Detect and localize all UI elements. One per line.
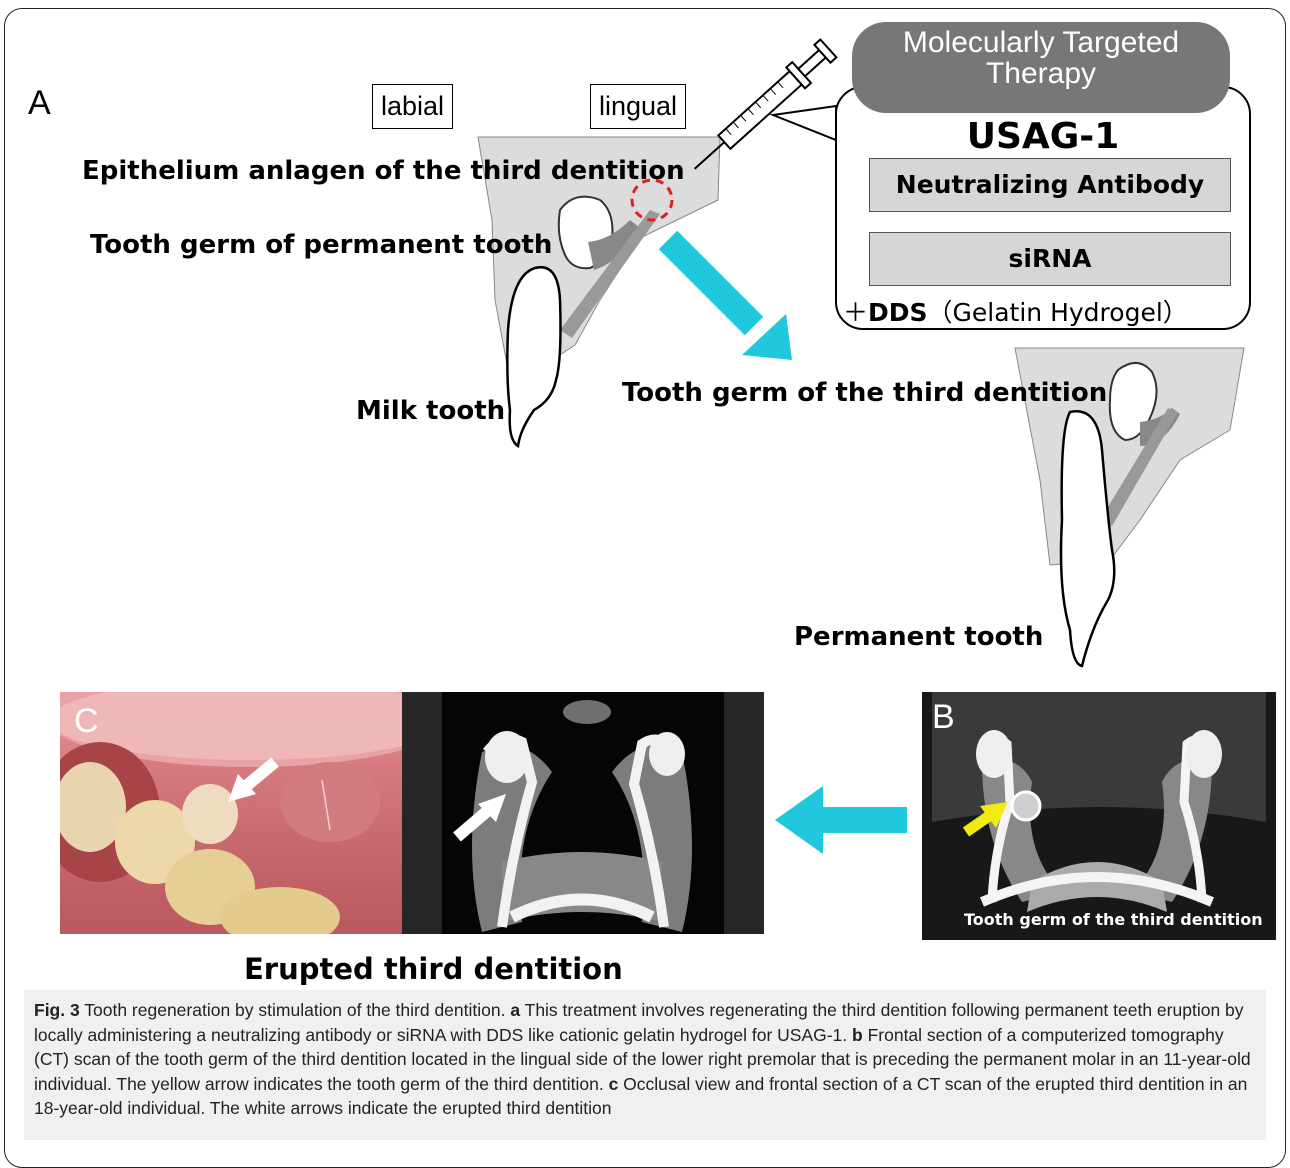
- process-arrow-left: [775, 780, 910, 860]
- therapy-option-antibody: Neutralizing Antibody: [869, 158, 1231, 212]
- caption-fig-label: Fig. 3: [34, 1000, 80, 1020]
- therapy-option-sirna: siRNA: [869, 232, 1231, 286]
- milk-tooth-label: Milk tooth: [356, 396, 505, 426]
- panel-c-oral-photo: C: [60, 692, 402, 934]
- tooth-germ-permanent-label: Tooth germ of permanent tooth: [90, 230, 552, 260]
- panel-c-ct-scan: [402, 692, 764, 934]
- therapy-header-line2: Therapy: [852, 58, 1230, 89]
- process-arrow-diagonal: [668, 240, 792, 360]
- therapy-target: USAG-1: [837, 116, 1249, 157]
- white-arrow-c1: [228, 762, 275, 802]
- tooth-germ-third-label: Tooth germ of the third dentition: [622, 378, 1107, 408]
- labial-label: labial: [372, 84, 453, 129]
- milk-tooth: [507, 267, 560, 446]
- figure-caption: Fig. 3 Tooth regeneration by stimulation…: [24, 990, 1266, 1140]
- panel-c-title: Erupted third dentition: [244, 952, 623, 986]
- therapy-dds: ＋DDS（Gelatin Hydrogel）: [843, 293, 1188, 329]
- panel-b-ct-scan: B Tooth germ of the third dentition: [922, 692, 1276, 940]
- lingual-label: lingual: [590, 84, 686, 129]
- caption-title: Tooth regeneration by stimulation of the…: [80, 1000, 511, 1020]
- caption-b-letter: b: [852, 1025, 863, 1045]
- epithelium-label: Epithelium anlagen of the third dentitio…: [82, 156, 685, 186]
- therapy-header: Molecularly Targeted Therapy: [852, 22, 1230, 113]
- panel-b-letter: B: [932, 698, 955, 737]
- caption-a-letter: a: [510, 1000, 520, 1020]
- permanent-tooth-label: Permanent tooth: [794, 622, 1043, 652]
- panel-c-letter: C: [74, 702, 99, 741]
- therapy-header-line1: Molecularly Targeted: [852, 27, 1230, 58]
- bubble-tail: [773, 106, 836, 140]
- panel-b-inner-label: Tooth germ of the third dentition: [964, 910, 1263, 929]
- therapy-bubble: USAG-1 Neutralizing Antibody siRNA ＋DDS（…: [835, 86, 1251, 330]
- caption-c-letter: c: [609, 1074, 619, 1094]
